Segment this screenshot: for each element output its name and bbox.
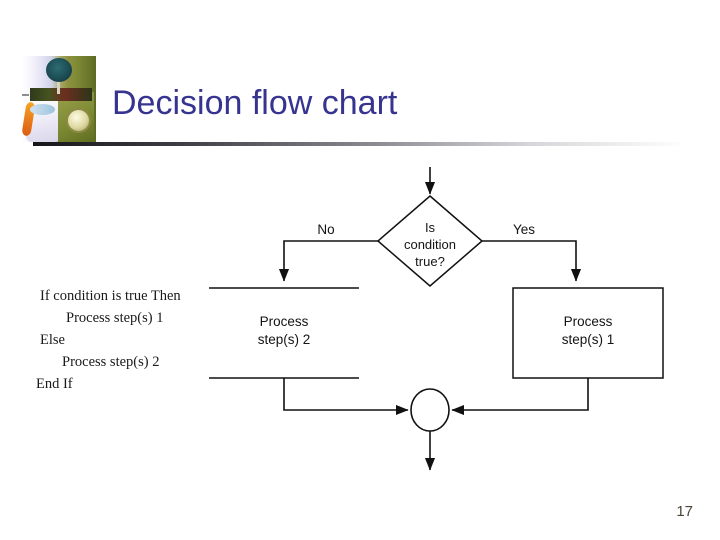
process-step1-label-line-2: step(s) 1 xyxy=(562,332,615,347)
logo-top-sphere xyxy=(46,58,72,82)
process-step1-label-line-1: Process xyxy=(564,314,613,329)
edge-step1-to-merge xyxy=(451,378,589,416)
pseudocode-line-3: Else xyxy=(40,332,65,348)
header-divider-rule xyxy=(33,142,687,146)
decision-label-line-2: condition xyxy=(404,237,456,252)
merge-connector-node xyxy=(410,388,450,432)
logo-blue-ellipse xyxy=(30,104,55,115)
pseudocode-block: If condition is true Then Process step(s… xyxy=(36,288,181,392)
page-number: 17 xyxy=(676,503,693,520)
process-step2-label-line-2: step(s) 2 xyxy=(258,332,311,347)
edge-no-branch: No xyxy=(278,222,378,282)
logo-left-tick xyxy=(22,94,29,96)
page-title: Decision flow chart xyxy=(112,84,398,122)
edge-label-yes: Yes xyxy=(513,222,535,237)
decision-node: Is condition true? xyxy=(376,195,484,287)
pseudocode-line-5: End If xyxy=(36,376,73,392)
course-logo-image xyxy=(22,56,96,142)
decision-flowchart-diagram: If condition is true Then Process step(s… xyxy=(0,150,720,490)
edge-step2-to-merge xyxy=(283,378,409,416)
pseudocode-line-1: If condition is true Then xyxy=(40,288,181,304)
process-node-step1: Process step(s) 1 xyxy=(512,287,664,379)
pseudocode-line-4: Process step(s) 2 xyxy=(62,354,159,370)
decision-label-line-1: Is xyxy=(425,220,436,235)
logo-dark-band xyxy=(30,88,92,101)
logo-stem xyxy=(57,74,60,94)
pseudocode-line-2: Process step(s) 1 xyxy=(66,310,163,326)
edge-yes-branch: Yes xyxy=(482,222,582,282)
logo-clock-icon xyxy=(66,108,91,133)
process-node-step2: Process step(s) 2 xyxy=(209,287,359,379)
decision-label-line-3: true? xyxy=(415,254,445,269)
edge-label-no: No xyxy=(317,222,334,237)
process-step2-label-line-1: Process xyxy=(260,314,309,329)
slide-header: Decision flow chart xyxy=(0,0,720,150)
